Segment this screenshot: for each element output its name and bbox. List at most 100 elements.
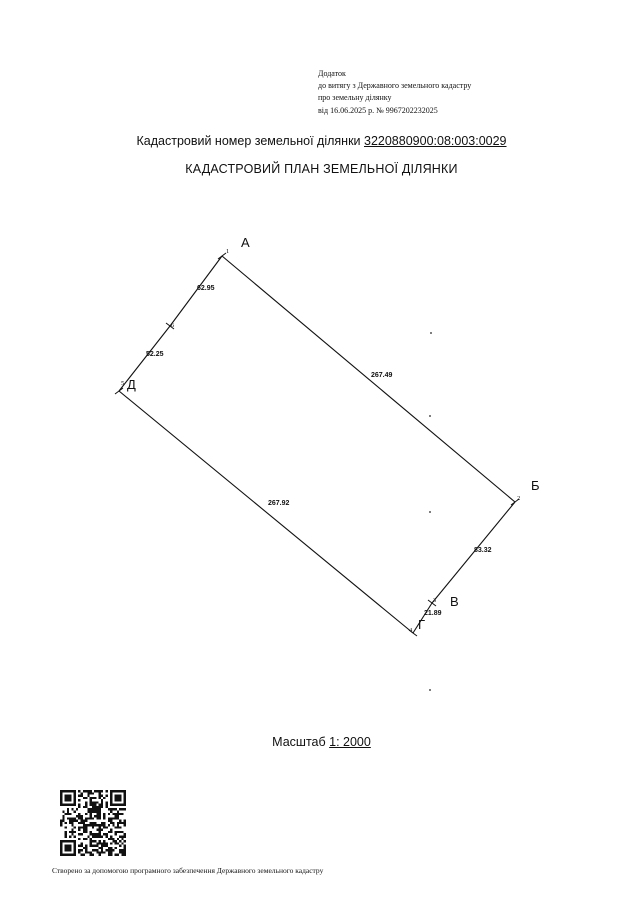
qr-module [64,830,67,834]
edge-v-g [412,602,433,634]
qr-module [91,844,95,847]
qr-module [80,815,83,818]
corner-label-v: В [450,594,459,609]
qr-module [123,846,126,850]
qr-module [91,803,95,806]
qr-module [100,851,104,854]
qr-module [69,840,72,843]
qr-module [100,821,104,825]
qr-module [66,808,70,811]
qr-module [123,849,126,852]
scan-dot [429,689,431,691]
qr-module [60,790,63,793]
qr-module [100,799,104,802]
qr-module [71,808,74,811]
qr-module [110,796,113,800]
qr-module [82,819,86,822]
qr-module [60,840,63,843]
qr-module [75,808,79,811]
qr-module [105,833,108,836]
qr-module [110,819,113,822]
qr-module [100,794,104,797]
qr-module [100,846,104,850]
qr-module [116,821,120,825]
qr-module [110,817,113,820]
qr-module [89,837,92,841]
qr-module [121,842,124,845]
qr-module [82,826,86,829]
qr-module [123,835,126,838]
qr-module [87,792,90,795]
qr-module [100,803,104,806]
qr-module [60,799,63,802]
qr-module [73,796,76,800]
qr-module [110,853,113,856]
qr-module [96,817,99,820]
qr-module [85,826,88,829]
qr-module [121,853,124,856]
qr-module [94,840,97,843]
qr-module [103,821,106,825]
qr-module [64,849,67,852]
qr-module [64,846,67,850]
qr-module [110,790,113,793]
qr-module [98,830,101,834]
qr-module [96,849,99,852]
qr-module [82,796,86,800]
qr-module [119,796,122,800]
qr-module [89,817,92,820]
qr-module [91,817,95,820]
qr-module [96,808,99,811]
qr-module [91,796,95,800]
qr-module [71,833,74,836]
qr-module [60,853,63,856]
qr-module [78,815,81,818]
qr-module [98,826,101,829]
qr-module [123,819,126,822]
qr-module [98,815,101,818]
qr-module [73,846,76,850]
qr-module [64,844,67,847]
qr-module [96,805,99,809]
qr-module [60,844,63,847]
cadastral-number-line: Кадастровий номер земельної ділянки 3220… [0,134,643,148]
qr-module [96,810,99,813]
qr-module [96,812,99,816]
qr-module [96,835,99,838]
qr-module [78,844,81,847]
qr-module [71,830,74,834]
qr-module [64,799,67,802]
qr-module [73,830,76,834]
cadastral-number: 3220880900:08:003:0029 [364,134,507,148]
qr-module [78,849,81,852]
qr-module [114,842,117,845]
qr-module [73,844,76,847]
scale-line: Масштаб 1: 2000 [0,735,643,749]
qr-module [82,837,86,841]
qr-module [96,824,99,827]
qr-module [119,790,122,793]
qr-module [94,824,97,827]
cadastral-number-label: Кадастровий номер земельної ділянки [136,134,361,148]
qr-module [123,821,126,825]
distance-label-3-4: 21.89 [424,610,442,617]
qr-module [116,837,120,841]
qr-module [107,817,111,820]
qr-module [69,853,72,856]
corner-label-g: Г [418,617,425,632]
qr-module [98,805,101,809]
vertex-marker-5 [114,387,124,395]
qr-module [82,805,86,809]
qr-module [71,824,74,827]
vertex-number-2: 2 [517,495,520,502]
qr-module [85,851,88,854]
qr-module [96,790,99,793]
parcel-boundary [118,255,516,634]
vertex-marker-4 [408,629,418,637]
qr-module [105,826,108,829]
qr-module [110,810,113,813]
appendix-note: Додаток до витягу з Державного земельног… [318,68,471,117]
qr-module [107,812,111,816]
qr-module [105,844,108,847]
qr-module [73,819,76,822]
